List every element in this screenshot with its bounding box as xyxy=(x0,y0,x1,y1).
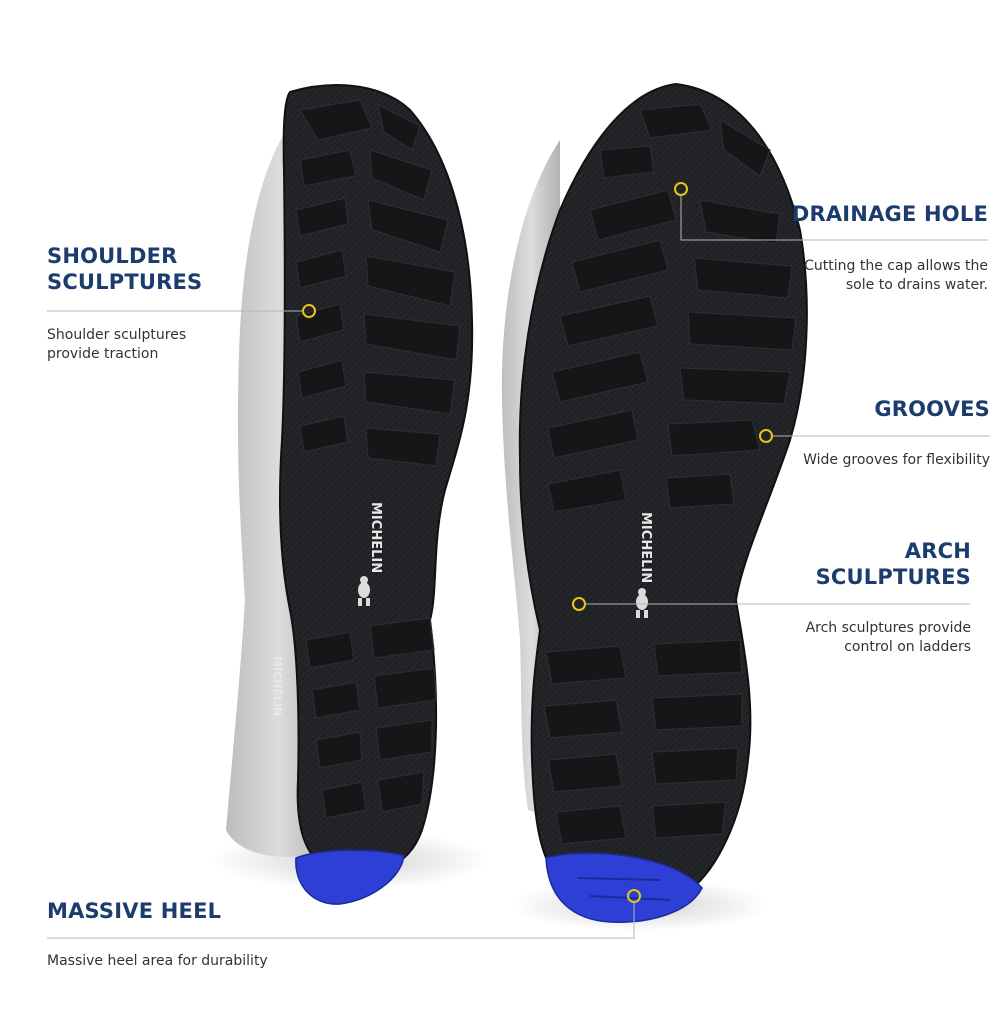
massive-heel-title: MASSIVE HEEL xyxy=(47,899,222,923)
left-brand-wordmark: MICHELIN xyxy=(368,502,383,573)
shoulder-marker-icon[interactable] xyxy=(302,304,316,318)
right-heel-insert xyxy=(545,852,703,923)
right-brand-wordmark: MICHELIN xyxy=(638,512,653,583)
left-arch-branding: MICHELIN MICHELIN xyxy=(271,502,383,716)
arch-marker-icon[interactable] xyxy=(572,597,586,611)
shoulder-sculptures-description: Shoulder sculptures provide traction xyxy=(47,327,187,362)
heel-marker-icon[interactable] xyxy=(627,889,641,903)
left-heel-insert xyxy=(295,849,405,905)
callout-markers xyxy=(302,182,773,903)
left-michelin-man-icon xyxy=(358,576,370,606)
grooves-marker-icon[interactable] xyxy=(759,429,773,443)
grooves-title: GROOVES xyxy=(874,397,990,421)
left-heel-brand-wordmark: MICHELIN xyxy=(271,656,284,716)
massive-heel-description: Massive heel area for durability xyxy=(47,953,268,969)
shoulder-sculptures-title: SHOULDER SCULPTURES xyxy=(47,244,203,294)
right-michelin-man-icon xyxy=(636,588,648,618)
heel-leader-line xyxy=(47,903,635,939)
right-arch-branding: MICHELIN xyxy=(636,512,653,618)
left-tread-lugs xyxy=(295,99,461,819)
leader-lines xyxy=(47,196,990,939)
drainage-leader-line xyxy=(680,196,988,241)
right-tread-lugs xyxy=(543,103,797,845)
right-heel-grooves xyxy=(577,877,671,901)
grooves-description: Wide grooves for flexibility xyxy=(803,452,990,468)
drainage-hole-description: Cutting the cap allows the sole to drain… xyxy=(804,258,988,293)
drainage-hole-title: DRAINAGE HOLE xyxy=(791,202,988,226)
arch-sculptures-description: Arch sculptures provide control on ladde… xyxy=(805,620,971,655)
arch-sculptures-title: ARCH SCULPTURES xyxy=(815,539,971,589)
drainage-marker-icon[interactable] xyxy=(674,182,688,196)
